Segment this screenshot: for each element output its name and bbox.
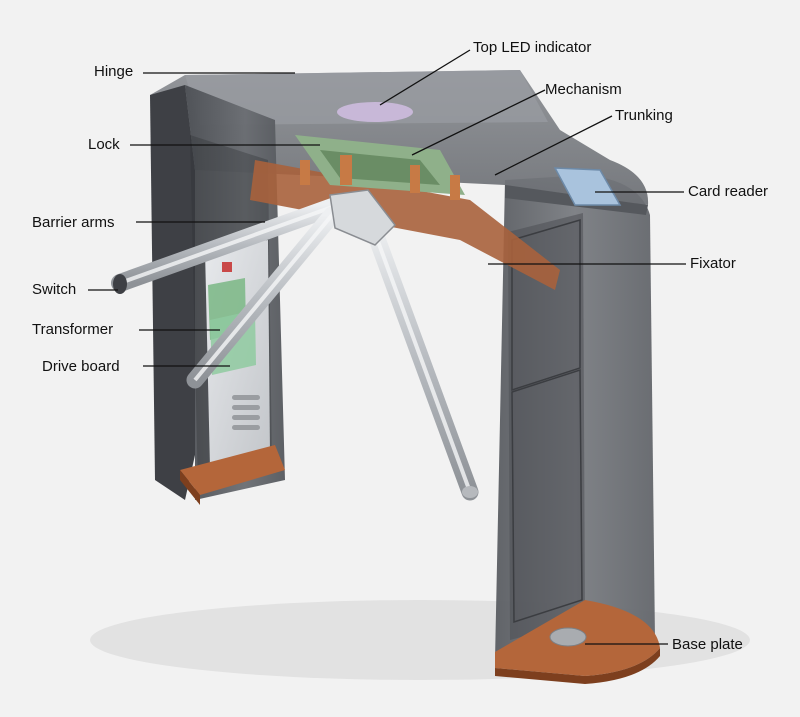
right-base-plate <box>495 600 660 684</box>
top-led-disc <box>337 102 413 122</box>
label-top-led-indicator: Top LED indicator <box>473 39 591 56</box>
label-base-plate: Base plate <box>672 636 743 653</box>
label-lock: Lock <box>88 136 120 153</box>
label-switch: Switch <box>32 281 76 298</box>
arm-cap <box>113 274 127 294</box>
right-post <box>495 175 655 668</box>
labels: Top LED indicator Hinge Mechanism Trunki… <box>32 39 768 653</box>
label-card-reader: Card reader <box>688 183 768 200</box>
card-reader-unit <box>553 167 622 206</box>
label-drive-board: Drive board <box>42 358 120 375</box>
left-base-plate <box>180 445 285 505</box>
barrier-arms <box>111 189 479 501</box>
leader-lines <box>88 49 686 645</box>
label-transformer: Transformer <box>32 321 113 338</box>
label-fixator: Fixator <box>690 255 736 272</box>
vent-slots <box>232 395 260 430</box>
label-barrier-arms: Barrier arms <box>32 214 115 231</box>
label-mechanism: Mechanism <box>545 81 622 98</box>
label-hinge: Hinge <box>94 63 133 80</box>
label-trunking: Trunking <box>615 107 673 124</box>
fixator-brackets <box>250 160 560 290</box>
